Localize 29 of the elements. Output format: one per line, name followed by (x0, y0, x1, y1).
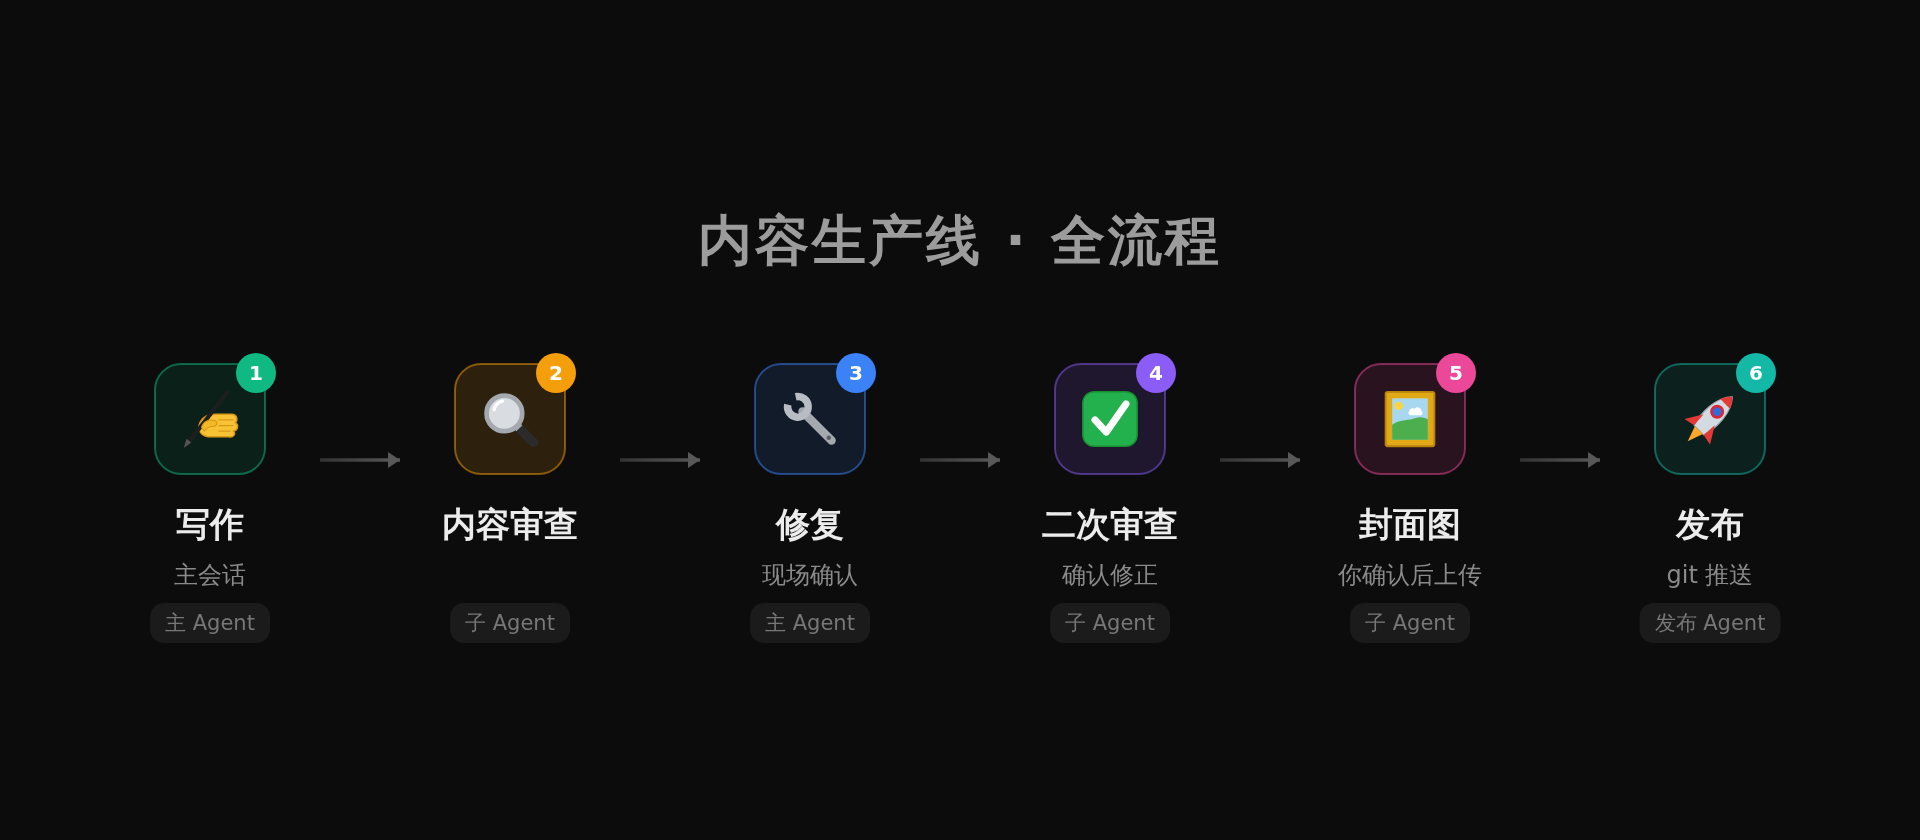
step-subtitle: git 推送 (1666, 560, 1754, 590)
step-number: 4 (1136, 353, 1176, 393)
arrow (320, 452, 400, 468)
diagram-title: 内容生产线 · 全流程 (698, 208, 1222, 274)
step-title: 内容审查 (442, 504, 578, 544)
arrow (1220, 452, 1300, 468)
step-number: 6 (1736, 353, 1776, 393)
agent-tag: 主 Agent (150, 603, 270, 643)
agent-tag: 子 Agent (1350, 603, 1470, 643)
agent-tag: 子 Agent (1050, 603, 1170, 643)
step-subtitle: 主会话 (174, 560, 246, 590)
step-number: 5 (1436, 353, 1476, 393)
arrow (1520, 452, 1600, 468)
step-number: 3 (836, 353, 876, 393)
step-number: 2 (536, 353, 576, 393)
arrow (920, 452, 1000, 468)
step-subtitle: 现场确认 (762, 560, 858, 590)
step-title: 修复 (776, 504, 844, 544)
step-subtitle: 你确认后上传 (1338, 560, 1482, 590)
step-title: 发布 (1676, 504, 1744, 544)
arrow (620, 452, 700, 468)
step-subtitle: 确认修正 (1062, 560, 1158, 590)
step-title: 封面图 (1359, 504, 1461, 544)
agent-tag: 子 Agent (450, 603, 570, 643)
step-title: 写作 (176, 504, 244, 544)
agent-tag: 主 Agent (750, 603, 870, 643)
agent-tag: 发布 Agent (1639, 603, 1781, 643)
step-title: 二次审查 (1042, 504, 1178, 544)
step-number: 1 (236, 353, 276, 393)
